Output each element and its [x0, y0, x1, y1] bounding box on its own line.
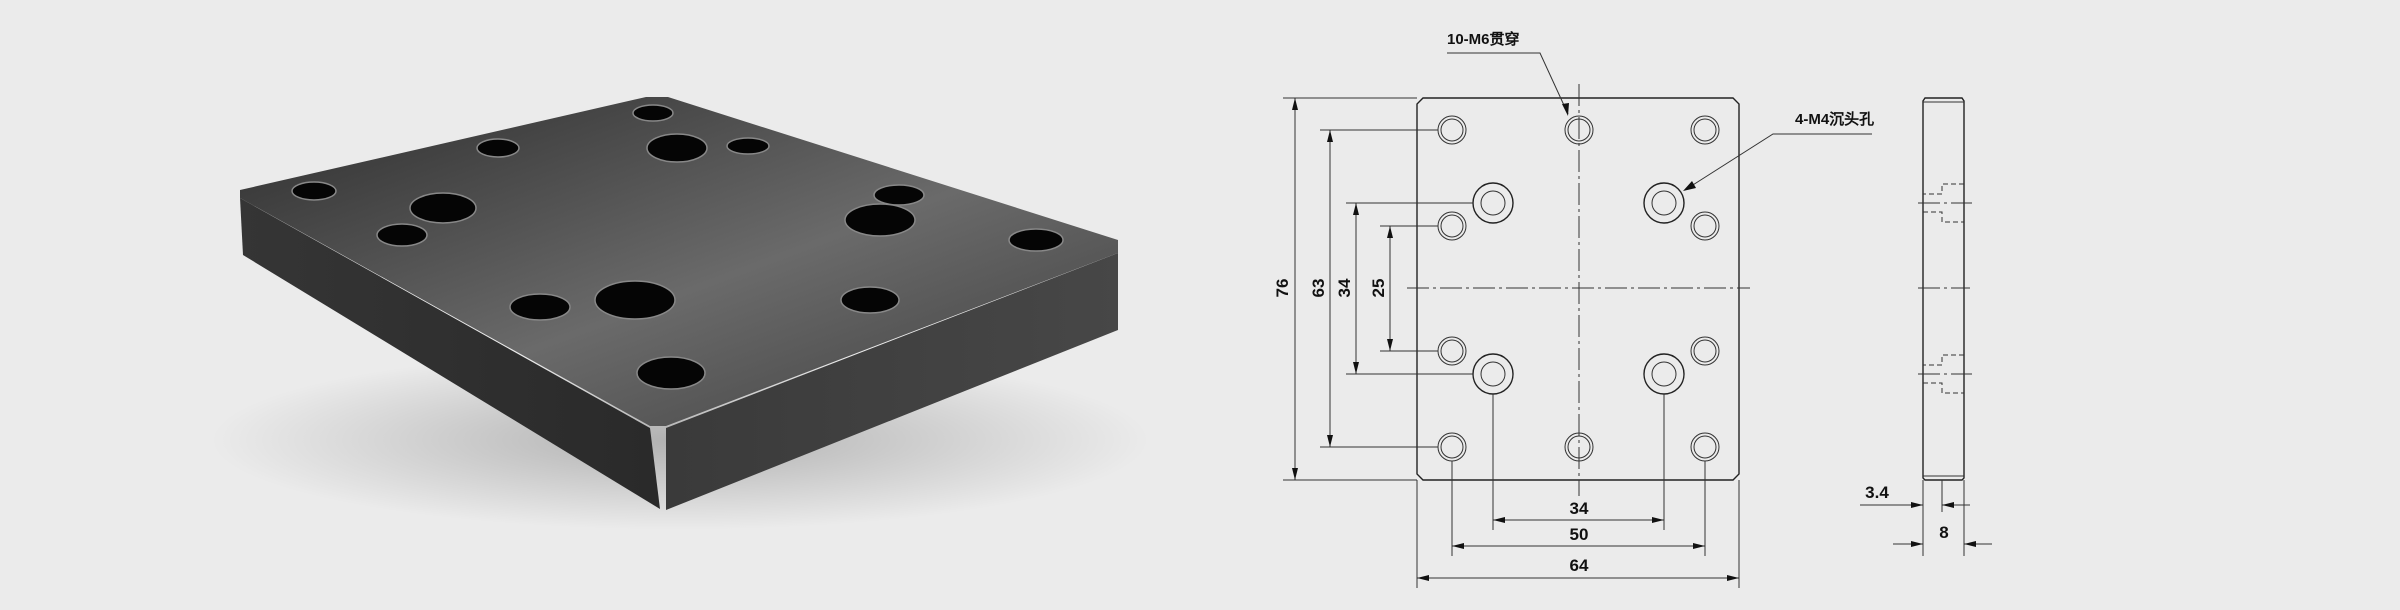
dim-width-countersunk: 34	[1570, 499, 1589, 518]
dim-thickness: 8	[1939, 523, 1948, 542]
dim-height-inner-holes: 25	[1369, 279, 1388, 298]
hole	[840, 286, 900, 314]
plate-outline	[1416, 97, 1740, 481]
side-view-drawing: 3.4 8	[1860, 97, 1992, 556]
plate-left-face	[240, 198, 660, 509]
dim-height-outer-holes: 63	[1309, 279, 1328, 298]
note-countersunk-holes: 4-M4沉头孔	[1795, 110, 1874, 128]
dim-counterbore-depth: 3.4	[1865, 483, 1889, 502]
dim-height-total: 76	[1273, 279, 1292, 298]
hole	[844, 203, 916, 237]
hole	[632, 104, 674, 122]
hole	[291, 181, 337, 201]
hole	[594, 280, 676, 320]
plate-right-face	[666, 253, 1118, 510]
hole	[1008, 228, 1064, 252]
front-view-drawing: 10-M6贯穿 4-M4沉头孔 76 63 34 25	[1273, 30, 1874, 588]
dim-height-countersunk: 34	[1335, 278, 1354, 297]
hole	[726, 137, 770, 155]
note-through-holes: 10-M6贯穿	[1447, 30, 1520, 48]
hole	[646, 133, 708, 163]
plate-top-face	[240, 97, 1118, 426]
hole	[409, 192, 477, 224]
hole	[509, 293, 571, 321]
plate-holes	[291, 104, 1064, 390]
plate-3d-render	[210, 97, 1150, 530]
hole	[636, 356, 706, 390]
dim-width-holes: 50	[1570, 525, 1589, 544]
hole	[873, 184, 925, 206]
hole	[376, 223, 428, 247]
hole	[476, 138, 520, 158]
dim-width-total: 64	[1570, 556, 1589, 575]
